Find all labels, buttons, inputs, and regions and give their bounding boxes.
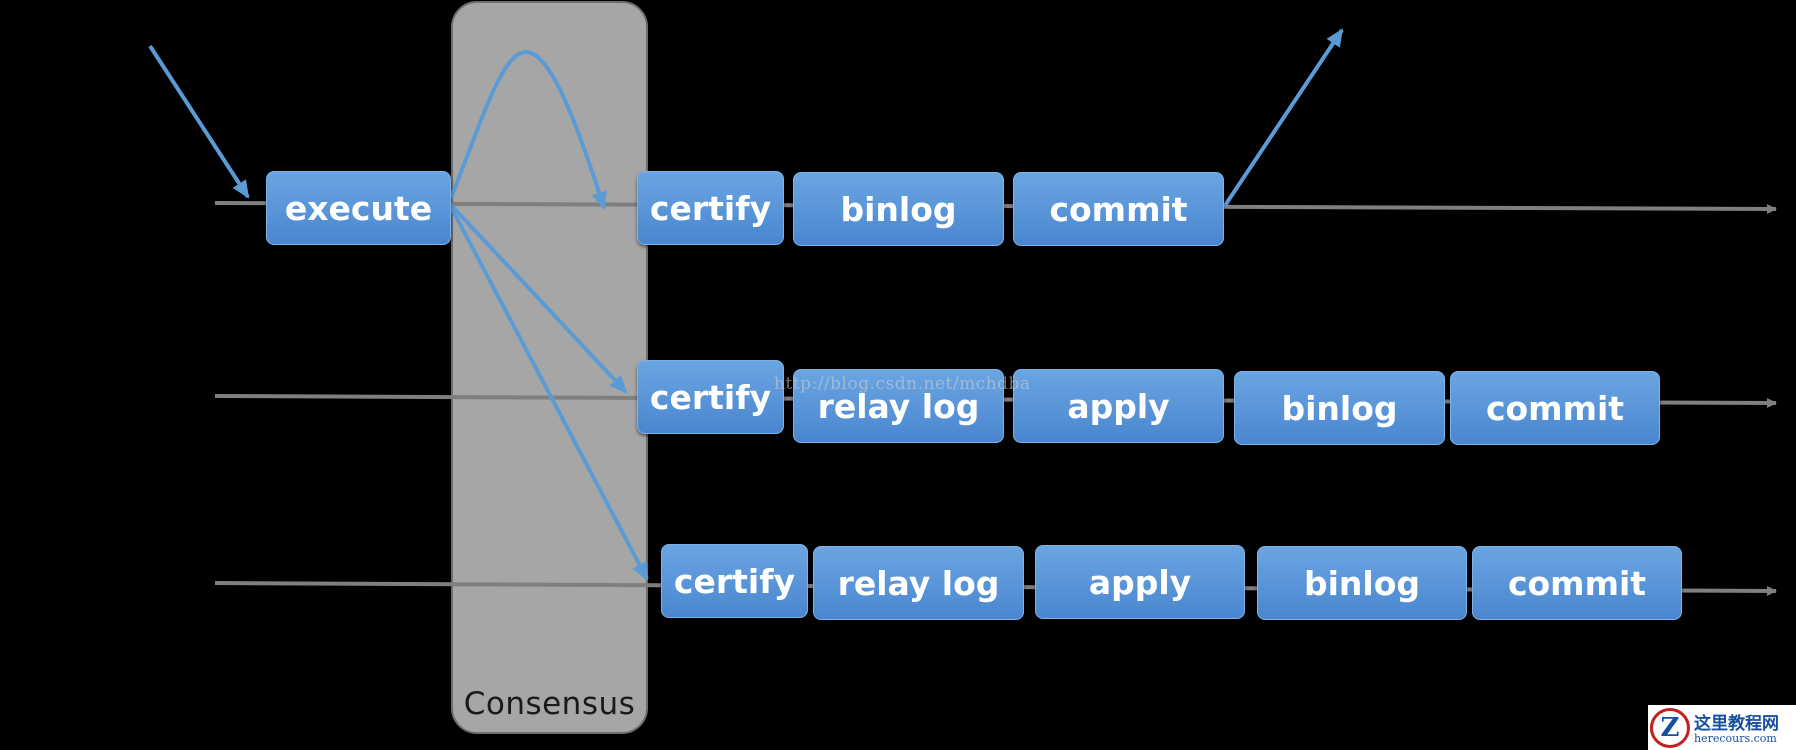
row-3-step-certify: certify	[661, 544, 808, 618]
consensus-label: Consensus	[463, 686, 636, 722]
consensus-panel: Consensus	[451, 1, 648, 734]
site-logo: Z 这里教程网 herecours.com	[1648, 705, 1796, 750]
row-2-step-apply: apply	[1013, 369, 1224, 443]
logo-subtitle: herecours.com	[1694, 732, 1777, 745]
logo-mark-icon: Z	[1650, 708, 1690, 748]
url-watermark: http://blog.csdn.net/mchdba	[774, 374, 1031, 394]
incoming-arrow	[148, 44, 250, 199]
row-2-step-binlog: binlog	[1234, 371, 1445, 445]
row-3-step-binlog: binlog	[1257, 546, 1467, 620]
row-1-step-execute: execute	[266, 171, 451, 245]
row-1-step-commit: commit	[1013, 172, 1224, 246]
propagate-arrow-row-2	[449, 203, 628, 394]
logo-title: 这里教程网	[1694, 714, 1779, 734]
loopback-arrow	[449, 49, 607, 210]
row-2-step-relay-log: relay log	[793, 369, 1004, 443]
outgoing-arrow	[1222, 28, 1344, 209]
propagate-arrow-row-3	[449, 206, 649, 581]
row-3-step-apply: apply	[1035, 545, 1245, 619]
row-1-step-certify: certify	[637, 171, 784, 245]
row-3-step-commit: commit	[1472, 546, 1682, 620]
row-2-step-certify: certify	[637, 360, 784, 434]
row-3-step-relay-log: relay log	[813, 546, 1024, 620]
row-2-step-commit: commit	[1450, 371, 1660, 445]
row-1-step-binlog: binlog	[793, 172, 1004, 246]
